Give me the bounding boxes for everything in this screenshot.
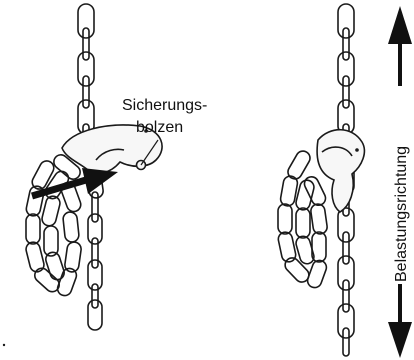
arrow-down-icon xyxy=(388,322,412,358)
load-direction-label: Belastungsrichtung xyxy=(393,146,410,282)
left-upper-chain xyxy=(78,4,94,148)
safety-bolt-label-line2: bolzen xyxy=(136,119,183,136)
insertion-arrow xyxy=(32,168,118,196)
safety-bolt-label-line1: Sicherungs- xyxy=(122,97,207,114)
left-chain-loops xyxy=(25,152,83,298)
stray-dot xyxy=(3,344,5,346)
arrow-up-icon xyxy=(388,6,412,44)
right-hook-rivet-icon xyxy=(355,148,359,152)
right-hook xyxy=(317,130,364,212)
